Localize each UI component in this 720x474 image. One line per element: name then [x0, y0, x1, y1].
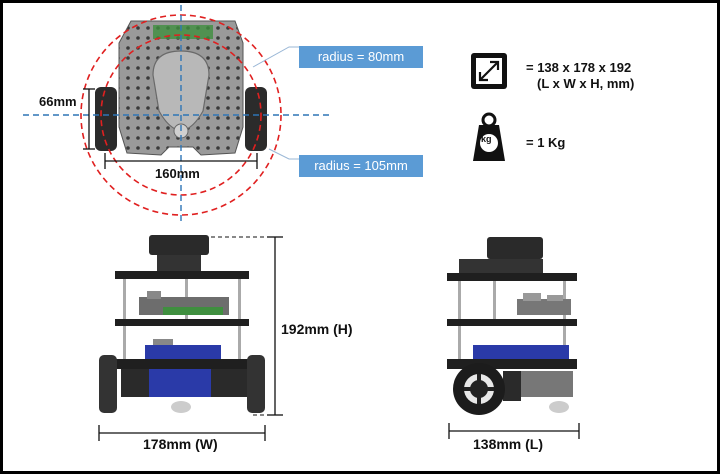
height-192-label: 192mm (H): [281, 321, 353, 337]
front-right-wheel: [247, 355, 265, 413]
diagram-frame: 66mm 160mm radius = 80mm radius = 105mm …: [3, 3, 717, 471]
side-caster: [549, 401, 569, 413]
dim-66-label: 66mm: [39, 94, 77, 109]
callout-leader-105: [268, 148, 299, 160]
side-sbc: [517, 299, 571, 315]
front-plate-mid: [115, 319, 249, 326]
radius-105-callout: radius = 105mm: [299, 155, 423, 177]
dim-160-label: 160mm: [155, 166, 200, 181]
size-spec-line1: = 138 x 178 x 192: [526, 60, 632, 75]
front-plate-top: [115, 271, 249, 279]
side-lidar: [487, 237, 543, 259]
top-view: [23, 5, 333, 225]
size-spec-line2: (L x W x H, mm): [537, 76, 635, 91]
side-motor: [519, 371, 573, 397]
radius-80-callout: radius = 80mm: [299, 46, 423, 68]
front-motor: [149, 369, 211, 397]
left-wheel: [95, 87, 117, 151]
right-wheel: [245, 87, 267, 151]
length-138-label: 138mm (L): [473, 436, 544, 452]
weight-spec: = 1 Kg: [526, 135, 566, 150]
width-178-label: 178mm (W): [143, 436, 218, 452]
front-plate-bottom: [115, 359, 249, 369]
diagram-artwork: [23, 5, 580, 441]
top-lidar: [152, 50, 210, 132]
weight-kg-icon: [473, 112, 505, 161]
side-plate-bottom: [447, 359, 577, 369]
callout-leader-80: [252, 46, 299, 68]
side-plate-top: [447, 273, 577, 281]
side-view: [447, 237, 580, 439]
front-caster: [171, 401, 191, 413]
top-pcb: [153, 25, 213, 39]
weight-badge-text: kg: [481, 134, 492, 144]
front-lidar: [149, 235, 209, 255]
front-controller: [145, 345, 221, 359]
front-left-wheel: [99, 355, 117, 413]
expand-arrows-icon: [471, 53, 507, 89]
front-view: [98, 235, 283, 441]
side-plate-mid: [447, 319, 577, 326]
side-controller: [473, 345, 569, 359]
